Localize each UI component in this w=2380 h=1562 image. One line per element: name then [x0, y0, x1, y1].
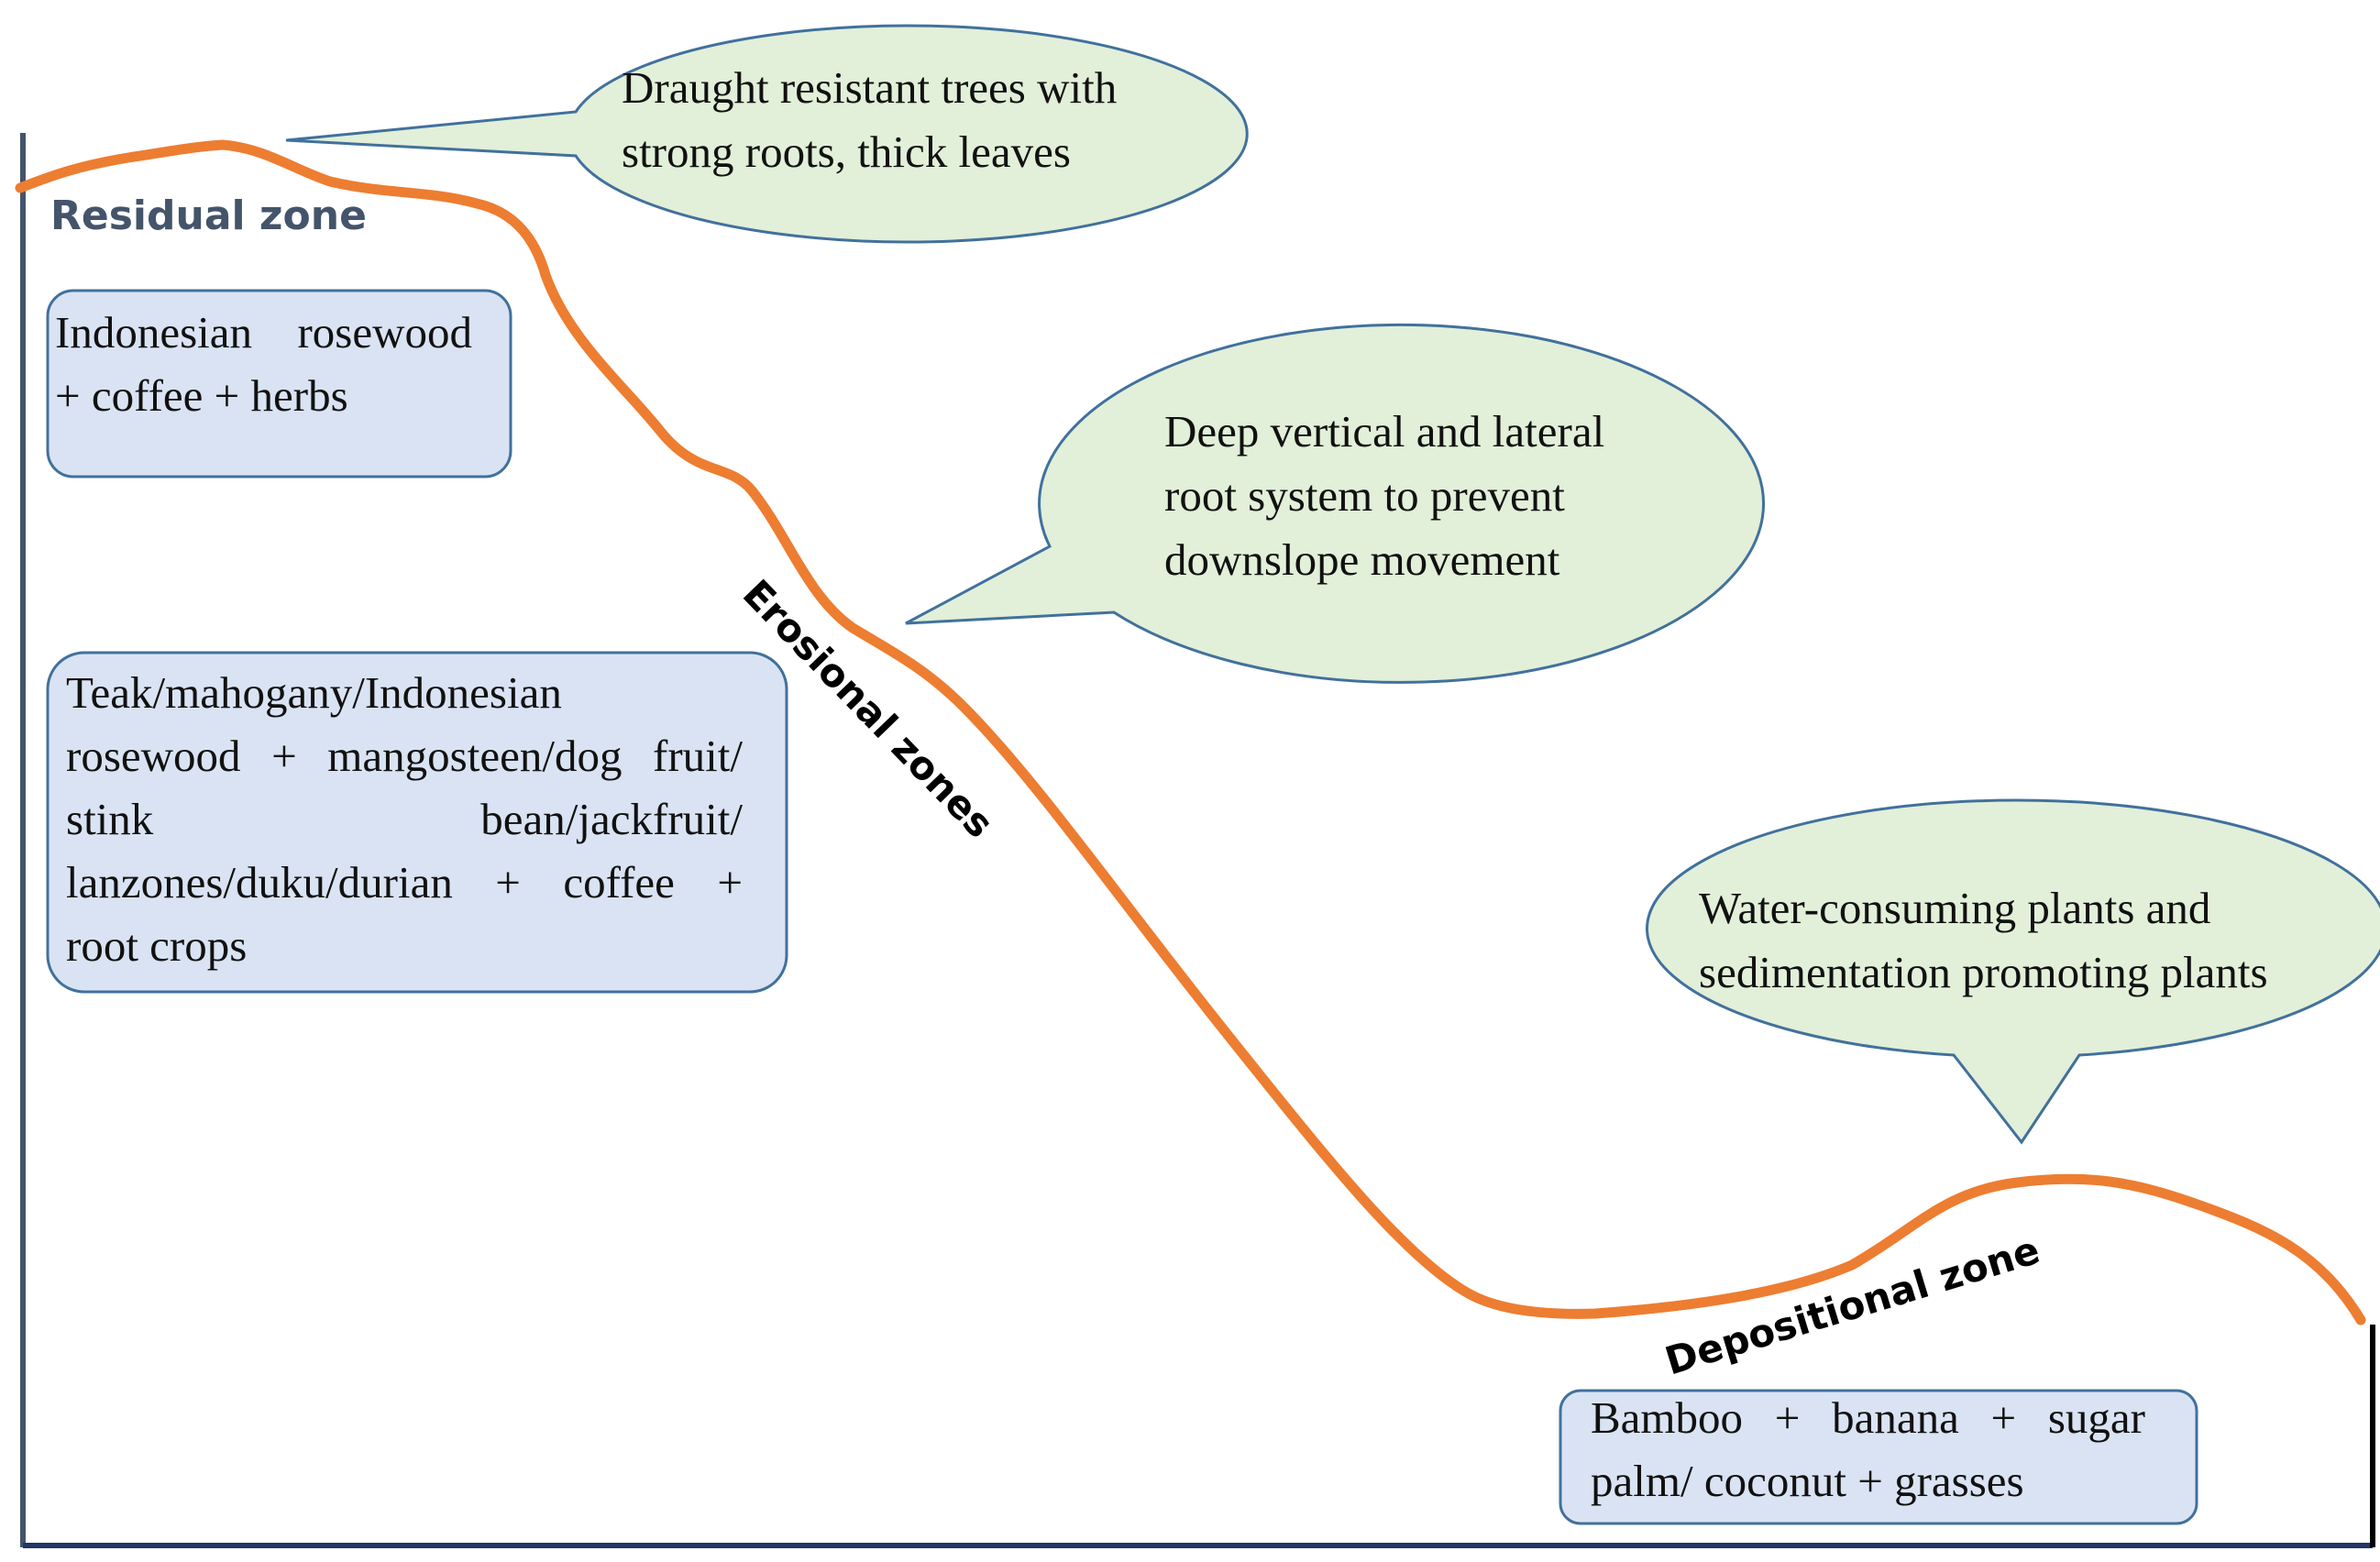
depositional-box-text: Bamboo + banana + sugar palm/ coconut + … — [1591, 1386, 2145, 1512]
residual-box-line-1: Indonesian rosewood — [55, 307, 472, 358]
erosional-box-line-3: stink bean/jackfruit/ — [66, 794, 743, 844]
callout-middle-bubble — [905, 323, 1766, 684]
erosional-box-line-2: rosewood + mangosteen/dog fruit/ — [66, 731, 743, 781]
residual-zone-label: Residual zone — [50, 192, 367, 239]
callout-drought-resistant: Draught resistant trees with strong root… — [285, 24, 1249, 244]
callout-top-shape — [285, 24, 1249, 244]
callout-top-line-1: Draught resistant trees with — [622, 62, 1117, 113]
callout-deep-roots: Deep vertical and lateral root system to… — [905, 323, 1766, 684]
residual-plants-box — [46, 289, 512, 478]
erosional-plants-box — [46, 651, 788, 994]
callout-top-line-2: strong roots, thick leaves — [622, 126, 1071, 177]
callout-bottom-line-2: sedimentation promoting plants — [1699, 947, 2268, 997]
slope-profile-line — [15, 139, 2366, 1326]
residual-box-line-2: + coffee + herbs — [55, 370, 348, 421]
callout-middle-line-2: root system to prevent — [1164, 470, 1565, 521]
depositional-plants-box — [1559, 1389, 2198, 1525]
callout-bottom-bubble — [1646, 798, 2380, 1145]
erosional-box-line-4: lanzones/duku/durian + coffee + — [66, 857, 743, 908]
callout-water-consuming: Water-consuming plants and sedimentation… — [1646, 798, 2380, 1145]
erosional-box-text: Teak/mahogany/Indonesian rosewood + mang… — [66, 661, 743, 977]
depositional-zone-label: Depositional zone — [1660, 1227, 2045, 1384]
depositional-box-line-2: palm/ coconut + grasses — [1591, 1456, 2024, 1506]
callout-middle-line-3: downslope movement — [1164, 534, 1560, 585]
depositional-box-line-1: Bamboo + banana + sugar — [1591, 1392, 2145, 1443]
residual-box-text: Indonesian rosewood + coffee + herbs — [55, 301, 472, 427]
callout-bottom-line-1: Water-consuming plants and — [1699, 883, 2210, 933]
erosional-box-line-5: root crops — [66, 920, 248, 971]
callout-middle-line-1: Deep vertical and lateral — [1164, 406, 1604, 456]
erosional-box-line-1: Teak/mahogany/Indonesian — [66, 667, 562, 718]
